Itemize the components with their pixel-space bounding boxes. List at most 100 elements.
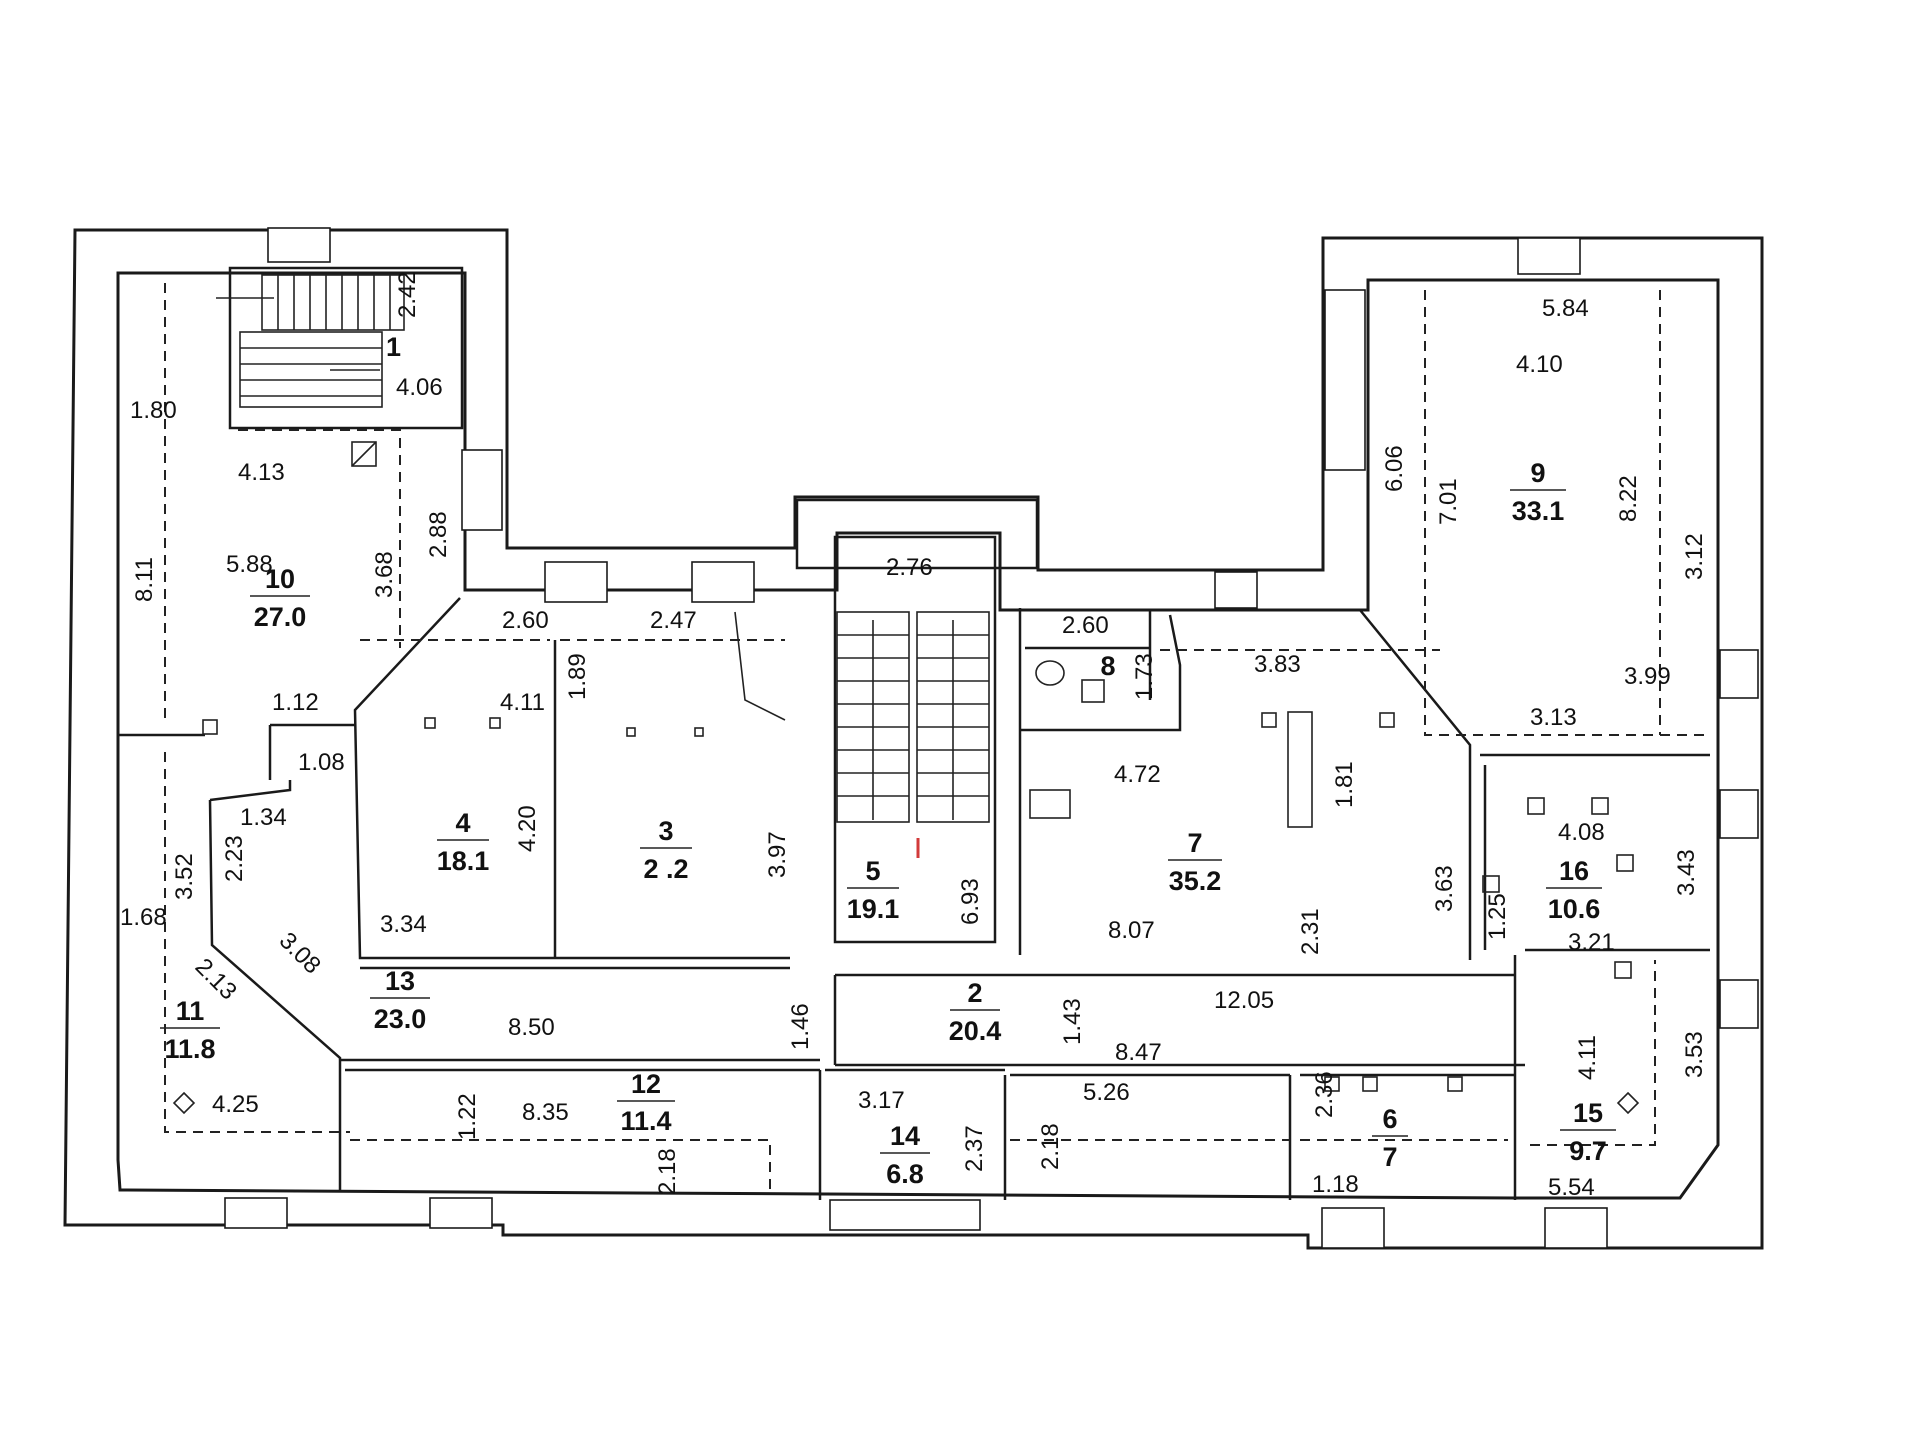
svg-text:33.1: 33.1 bbox=[1512, 496, 1565, 526]
dimension-labels: 2.42 4.06 1.80 4.13 2.88 8.11 5.88 3.68 … bbox=[120, 271, 1708, 1201]
dim-label: 2.18 bbox=[654, 1148, 681, 1195]
dim-label: 1.25 bbox=[1484, 893, 1511, 940]
dim-label: 3.53 bbox=[1681, 1031, 1708, 1078]
svg-text:10: 10 bbox=[265, 564, 295, 594]
svg-text:6.8: 6.8 bbox=[886, 1159, 924, 1189]
svg-text:5: 5 bbox=[865, 856, 880, 886]
dim-label: 2.60 bbox=[502, 607, 549, 634]
dim-label: 5.84 bbox=[1542, 295, 1589, 322]
room-12-label: 12 11.4 bbox=[617, 1069, 675, 1136]
dim-label: 8.07 bbox=[1108, 917, 1155, 944]
dim-label: 3.13 bbox=[1530, 704, 1577, 731]
svg-text:9.7: 9.7 bbox=[1569, 1136, 1607, 1166]
room-4-label: 4 18.1 bbox=[437, 808, 490, 876]
room-1-label: 1 bbox=[386, 332, 401, 362]
dim-label: 3.08 bbox=[274, 927, 326, 979]
room-3-label: 3 2 .2 bbox=[640, 816, 692, 884]
room-2-label: 2 20.4 bbox=[949, 978, 1002, 1046]
dim-label: 7.01 bbox=[1435, 478, 1462, 525]
dim-label: 2.37 bbox=[961, 1125, 988, 1172]
interior-walls bbox=[118, 498, 1710, 1200]
staircase-1 bbox=[216, 266, 464, 467]
dim-label: 4.08 bbox=[1558, 819, 1605, 846]
svg-text:6: 6 bbox=[1382, 1104, 1397, 1134]
window-room-14 bbox=[829, 1199, 981, 1231]
svg-text:2 .2: 2 .2 bbox=[643, 854, 688, 884]
window-room-10 bbox=[461, 449, 503, 531]
window-room-16 bbox=[1719, 789, 1759, 839]
dim-label: 1.22 bbox=[454, 1093, 481, 1140]
dim-label: 8.22 bbox=[1615, 475, 1642, 522]
staircase-5 bbox=[833, 535, 997, 944]
svg-text:35.2: 35.2 bbox=[1169, 866, 1222, 896]
diamond-icon bbox=[1616, 1091, 1640, 1115]
svg-text:11.8: 11.8 bbox=[164, 1034, 215, 1064]
dim-label: 1.46 bbox=[787, 1003, 814, 1050]
dim-label: 1.18 bbox=[1312, 1171, 1359, 1198]
window-room-6 bbox=[1321, 1207, 1385, 1249]
svg-text:16: 16 bbox=[1559, 856, 1589, 886]
dim-label: 8.47 bbox=[1115, 1039, 1162, 1066]
svg-text:20.4: 20.4 bbox=[949, 1016, 1002, 1046]
window-room-9-right bbox=[1719, 649, 1759, 699]
room-14-label: 14 6.8 bbox=[880, 1121, 930, 1189]
room-labels: 1 2 20.4 3 2 .2 4 18.1 5 19.1 6 7 7 bbox=[160, 332, 1616, 1189]
svg-text:13: 13 bbox=[385, 966, 415, 996]
svg-text:4: 4 bbox=[455, 808, 470, 838]
dim-label: 12.05 bbox=[1214, 987, 1274, 1014]
svg-text:10.6: 10.6 bbox=[1548, 894, 1601, 924]
svg-text:7: 7 bbox=[1382, 1142, 1397, 1172]
room-8-label: 8 bbox=[1100, 651, 1115, 681]
window-room-7 bbox=[1214, 571, 1258, 609]
dim-label: 3.12 bbox=[1681, 533, 1708, 580]
svg-text:27.0: 27.0 bbox=[254, 602, 307, 632]
dim-label: 2.88 bbox=[425, 511, 452, 558]
dim-label: 3.52 bbox=[171, 853, 198, 900]
svg-text:11: 11 bbox=[176, 996, 205, 1026]
dim-label: 3.34 bbox=[380, 911, 427, 938]
room-10-label: 10 27.0 bbox=[250, 564, 310, 632]
dim-label: 4.11 bbox=[500, 689, 545, 716]
svg-text:11.4: 11.4 bbox=[620, 1106, 671, 1136]
room-15-label: 15 9.7 bbox=[1560, 1098, 1616, 1166]
dim-label: 1.81 bbox=[1331, 761, 1358, 808]
dim-label: 3.63 bbox=[1431, 865, 1458, 912]
window-room-3 bbox=[691, 561, 755, 603]
dim-label: 1.34 bbox=[240, 804, 287, 831]
room-9-label: 9 33.1 bbox=[1510, 458, 1566, 526]
dim-label: 5.26 bbox=[1083, 1079, 1130, 1106]
dim-label: 1.43 bbox=[1059, 998, 1086, 1045]
window-room-15 bbox=[1719, 979, 1759, 1029]
dim-label: 4.11 bbox=[1574, 1035, 1601, 1080]
svg-text:2: 2 bbox=[967, 978, 982, 1008]
dim-label: 4.13 bbox=[238, 459, 285, 486]
window-top-left bbox=[267, 227, 331, 263]
window-room-9-top bbox=[1517, 237, 1581, 275]
dim-label: 4.06 bbox=[396, 374, 443, 401]
dim-label: 4.72 bbox=[1114, 761, 1161, 788]
window-room-9-left bbox=[1324, 289, 1366, 471]
dim-label: 3.21 bbox=[1568, 929, 1615, 956]
dim-label: 2.60 bbox=[1062, 612, 1109, 639]
dim-label: 4.25 bbox=[212, 1091, 259, 1118]
dim-label: 4.10 bbox=[1516, 351, 1563, 378]
dim-label: 8.35 bbox=[522, 1099, 569, 1126]
dim-label: 1.80 bbox=[130, 397, 177, 424]
svg-text:23.0: 23.0 bbox=[374, 1004, 427, 1034]
dim-label: 8.11 bbox=[131, 557, 158, 602]
dim-label: 6.06 bbox=[1381, 445, 1408, 492]
dim-label: 2.23 bbox=[221, 835, 248, 882]
svg-text:19.1: 19.1 bbox=[847, 894, 900, 924]
dim-label: 2.42 bbox=[394, 271, 421, 318]
room-5-label: 5 19.1 bbox=[847, 856, 900, 924]
svg-text:18.1: 18.1 bbox=[437, 846, 490, 876]
dim-label: 3.43 bbox=[1673, 849, 1700, 896]
dim-label: 3.68 bbox=[371, 551, 398, 598]
window-room-11 bbox=[224, 1197, 288, 1229]
dim-label: 5.54 bbox=[1548, 1174, 1595, 1201]
dimension-lines bbox=[164, 283, 1705, 1195]
svg-text:15: 15 bbox=[1573, 1098, 1603, 1128]
diamond-icon bbox=[172, 1091, 196, 1115]
svg-text:1: 1 bbox=[386, 332, 401, 362]
